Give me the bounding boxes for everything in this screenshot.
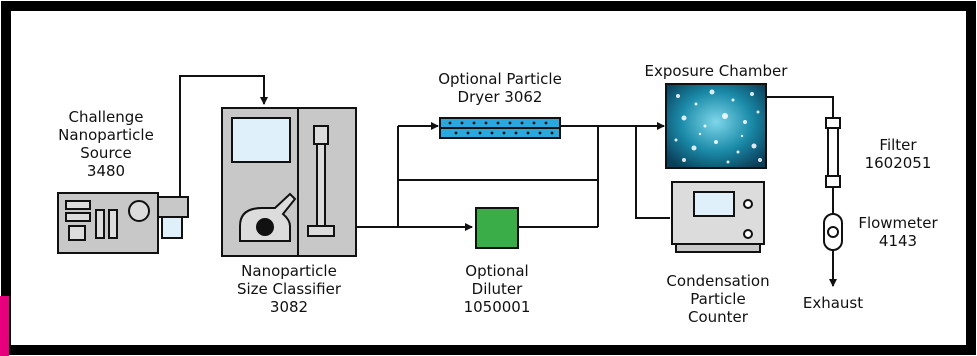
exhaust-label: Exhaust: [793, 294, 873, 312]
diluter-label-line-2: Diluter: [471, 280, 523, 298]
exhaust-label-line-1: Exhaust: [802, 294, 864, 312]
chamber-label: Exposure Chamber: [636, 62, 796, 80]
exposure-chamber-icon: [665, 83, 767, 169]
classifier-label-line-1: Nanoparticle: [241, 262, 337, 280]
diluter-label-line-1: Optional: [465, 262, 529, 280]
cpc-label-line-1: Condensation: [666, 272, 770, 290]
filter-label-line-2: 1602051: [864, 154, 932, 172]
source-label: Challenge Nanoparticle Source 3480: [46, 108, 166, 180]
cpc-label: Condensation Particle Counter: [658, 272, 778, 326]
filter-icon: [825, 117, 841, 188]
flowmeter-icon: [823, 213, 843, 251]
filter-label: Filter 1602051: [848, 136, 948, 172]
particle-dryer-icon: [439, 117, 561, 139]
source-label-line-2: Nanoparticle: [58, 126, 154, 144]
aerosol-generator-icon: [57, 192, 189, 254]
cpc-label-line-2: Particle: [690, 290, 746, 308]
classifier-label-line-3: 3082: [269, 298, 309, 316]
flowmeter-label: Flowmeter 4143: [848, 214, 948, 250]
chamber-label-line-1: Exposure Chamber: [644, 62, 788, 80]
source-label-line-4: 3480: [86, 162, 126, 180]
particle-counter-icon: [671, 181, 765, 253]
dryer-label: Optional Particle Dryer 3062: [420, 70, 580, 106]
classifier-label: Nanoparticle Size Classifier 3082: [219, 262, 359, 316]
diluter-icon: [475, 207, 519, 249]
cpc-branch-line: [635, 126, 670, 219]
diluter-label-line-3: 1050001: [463, 298, 531, 316]
dryer-label-line-1: Optional Particle: [438, 70, 562, 88]
flowmeter-label-line-2: 4143: [878, 232, 918, 250]
classifier-label-line-2: Size Classifier: [236, 280, 342, 298]
size-classifier-icon: [221, 107, 357, 257]
filter-label-line-1: Filter: [879, 136, 917, 154]
flowmeter-label-line-1: Flowmeter: [858, 214, 938, 232]
flow-lines: [168, 75, 837, 287]
diluter-label: Optional Diluter 1050001: [447, 262, 547, 316]
source-label-line-3: Source: [80, 144, 132, 162]
source-label-line-1: Challenge: [68, 108, 144, 126]
accent-tab: [0, 296, 9, 356]
dryer-label-line-2: Dryer 3062: [457, 88, 543, 106]
cpc-label-line-3: Counter: [688, 308, 748, 326]
chamber-to-filter-line: [766, 96, 834, 118]
